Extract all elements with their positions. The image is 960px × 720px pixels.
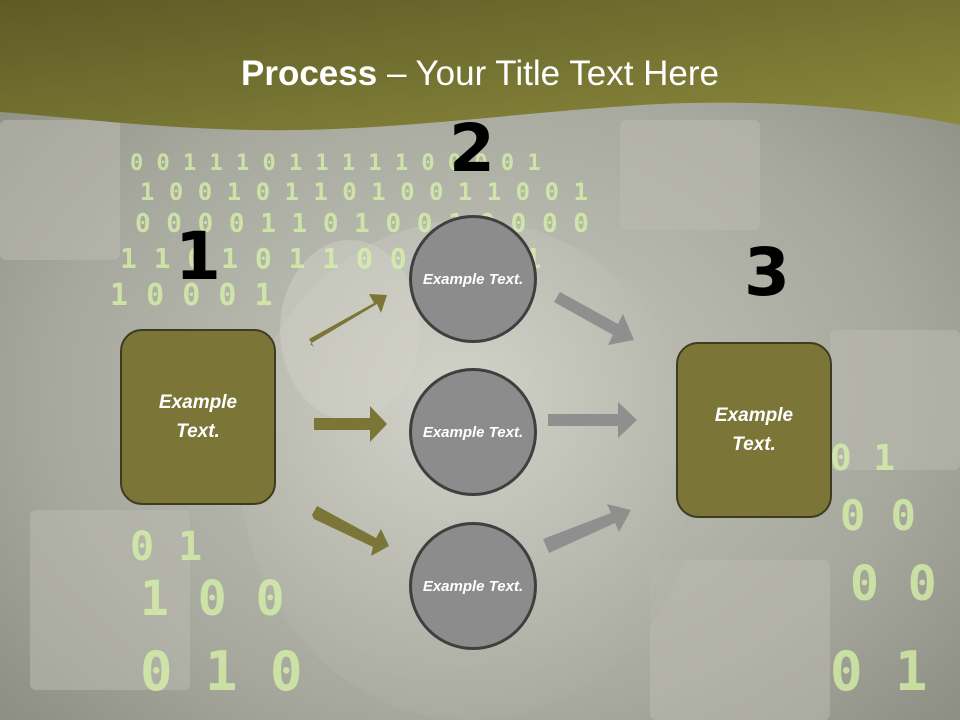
step-2-circle-middle: Example Text. (409, 368, 537, 496)
arrow-gray-down-right (554, 292, 634, 345)
title-bold-part: Process (241, 54, 378, 93)
svg-text:0 1 0: 0 1 0 (140, 640, 303, 703)
slide-title: Process – Your Title Text Here (0, 52, 960, 96)
svg-text:1 0 0 1 0 1 1 0 1 0 0 1 1 0 0: 1 0 0 1 0 1 1 0 1 0 0 1 1 0 0 1 (140, 178, 588, 206)
circle-middle-text: Example Text. (422, 423, 524, 441)
step-number-2: 2 (449, 110, 495, 187)
svg-text:0 1: 0 1 (130, 524, 202, 570)
arrow-down-right (312, 506, 389, 556)
svg-text:0 1: 0 1 (830, 438, 895, 479)
step-1-box: Example Text. (120, 329, 276, 505)
svg-text:1 0 0 0 1: 1 0 0 0 1 (110, 278, 273, 313)
arrow-gray-up-right (543, 504, 631, 553)
arrow-up-right (309, 294, 387, 347)
circle-top-text: Example Text. (422, 270, 524, 288)
step-3-text: Example Text. (714, 405, 794, 455)
svg-text:0 0: 0 0 (840, 491, 916, 540)
svg-text:1 0 0: 1 0 0 (140, 571, 285, 627)
title-rest: – Your Title Text Here (377, 54, 719, 93)
step-3-box: Example Text. (676, 342, 832, 518)
step-number-1: 1 (175, 218, 221, 295)
svg-text:0 0 1: 0 0 1 (850, 556, 960, 612)
step-2-circle-top: Example Text. (409, 215, 537, 343)
step-number-3: 3 (744, 234, 790, 311)
svg-text:0 1 0: 0 1 0 (830, 640, 960, 703)
circle-bottom-text: Example Text. (422, 577, 524, 595)
arrow-gray-right (548, 402, 637, 438)
step-2-circle-bottom: Example Text. (409, 522, 537, 650)
svg-text:0 0 1 1 1 0 1 1 1 1 1 0 0 0 0: 0 0 1 1 1 0 1 1 1 1 1 0 0 0 0 1 (130, 151, 541, 176)
arrow-right-middle (314, 406, 387, 442)
step-1-text: Example Text. (158, 392, 238, 442)
